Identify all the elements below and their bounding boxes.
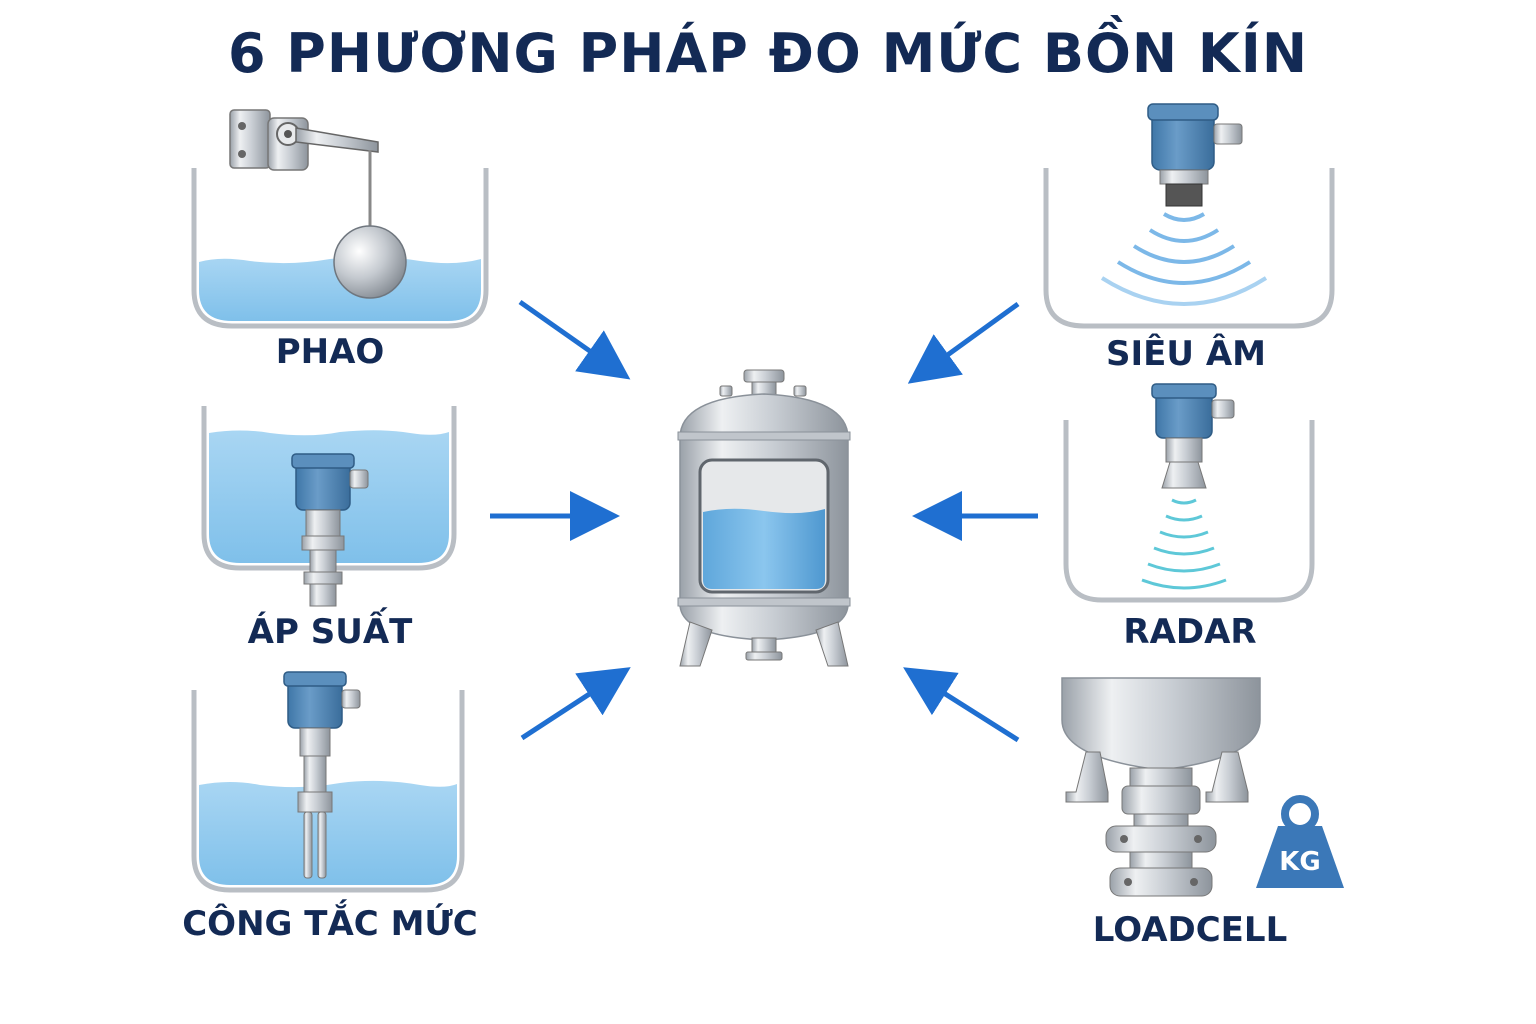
level-switch-water <box>199 780 457 885</box>
pressure-sensor-icon <box>291 453 369 607</box>
radar-tank <box>1063 420 1315 603</box>
radar-method <box>1063 383 1315 603</box>
label-loadcell: LOADCELL <box>1092 910 1288 950</box>
ultrasonic-waves <box>1100 212 1268 306</box>
arrow-level-switch <box>520 667 631 741</box>
closed-tank-icon <box>677 369 851 667</box>
arrow-ultrasonic <box>907 301 1020 384</box>
label-ultrasonic: SIÊU ÂM <box>1106 334 1266 374</box>
weight-icon: KG <box>1256 795 1344 888</box>
arrows <box>490 299 1038 743</box>
ultrasonic-sensor-icon <box>1147 103 1243 207</box>
level-switch-method <box>191 671 465 893</box>
radar-sensor-icon <box>1151 383 1235 489</box>
float-water <box>199 256 481 321</box>
label-level-switch: CÔNG TẮC MỨC <box>182 904 478 944</box>
tank-water <box>703 508 825 589</box>
ultrasonic-method <box>1043 103 1335 329</box>
label-float: PHAO <box>275 332 385 372</box>
label-pressure: ÁP SUẤT <box>247 612 413 652</box>
loadcell-method: KG <box>1061 677 1344 897</box>
arrow-loadcell <box>903 667 1020 743</box>
page-title: 6 PHƯƠNG PHÁP ĐO MỨC BỒN KÍN <box>227 22 1309 85</box>
weight-badge-label: KG <box>1279 847 1321 877</box>
pressure-method <box>201 406 457 607</box>
radar-waves <box>1141 498 1227 590</box>
arrow-float <box>518 299 631 380</box>
fork-switch-icon <box>283 671 361 879</box>
label-radar: RADAR <box>1123 612 1257 652</box>
float-method <box>191 109 489 329</box>
float-ball-icon <box>229 109 407 299</box>
loadcell-icon <box>1105 767 1217 897</box>
